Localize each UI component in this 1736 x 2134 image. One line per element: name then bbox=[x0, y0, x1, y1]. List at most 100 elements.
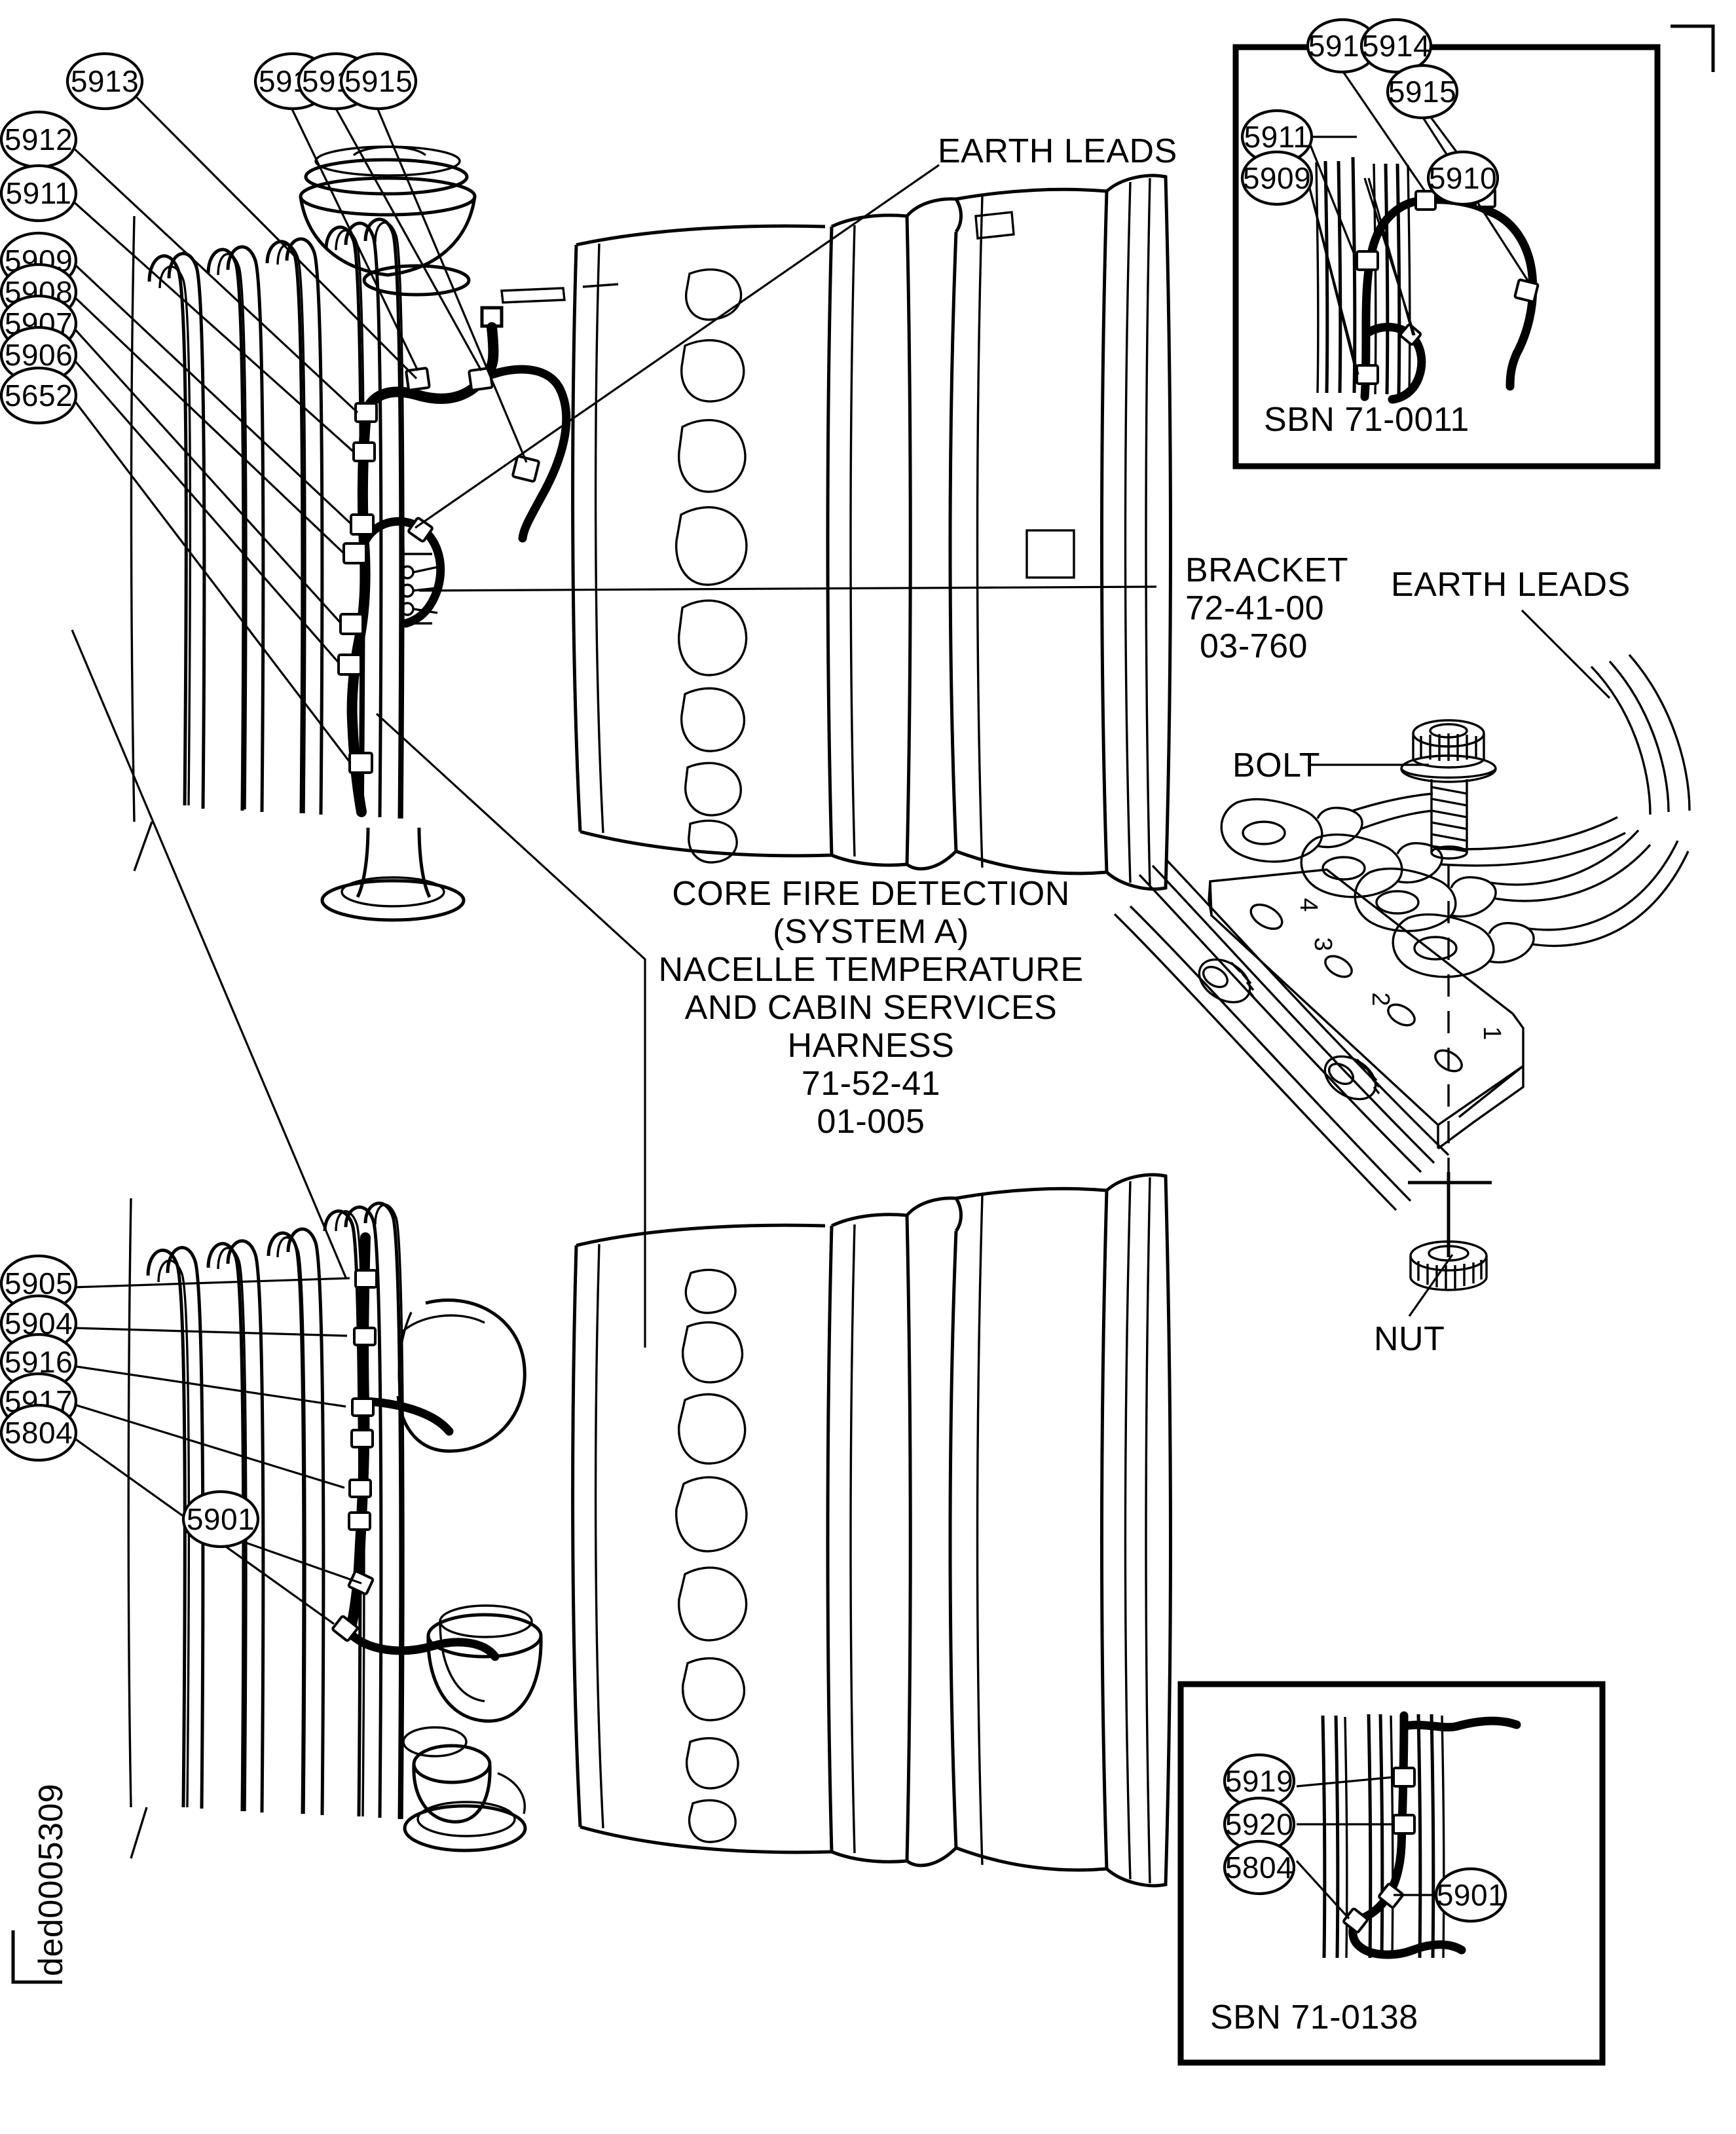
plate-hole-number-4: 4 bbox=[1295, 898, 1322, 911]
leader-earth-leads-upper bbox=[415, 164, 940, 529]
leader-5909 bbox=[71, 261, 352, 525]
callout-5652[interactable] bbox=[0, 366, 78, 425]
harness-line-5: HARNESS bbox=[788, 1027, 955, 1065]
inset-bottom-leader-5804 bbox=[1295, 1860, 1350, 1920]
inset-sbn-71-0138: 5919 5920 5804 5901 SBN 71-0138 bbox=[1177, 1681, 1606, 2066]
inset-top-clamps bbox=[1356, 187, 1540, 385]
inset-callout-5910-label: 5910 bbox=[1429, 161, 1497, 195]
earth-leads-label-right: EARTH LEADS bbox=[1391, 566, 1631, 604]
harness-line-6: 71-52-41 bbox=[802, 1065, 940, 1103]
corner-mark-top-right bbox=[1671, 24, 1715, 72]
harness-clamps-lower bbox=[331, 1269, 378, 1642]
leader-5905-line bbox=[71, 1277, 350, 1289]
inset-callout-5901[interactable] bbox=[1434, 1867, 1507, 1923]
lower-engine-drawing bbox=[127, 1173, 1172, 1888]
inset-callout-5909-label: 5909 bbox=[1243, 161, 1311, 195]
inset-top-leader-5911 bbox=[1306, 136, 1358, 261]
callout-5804[interactable] bbox=[0, 1403, 78, 1462]
bracket-label-line-2: 72-41-00 bbox=[1185, 589, 1324, 627]
inset-callout-5915[interactable] bbox=[1386, 64, 1459, 120]
leader-bracket bbox=[418, 585, 1157, 592]
leader-5906 bbox=[71, 356, 341, 665]
lower-mount-cone bbox=[320, 827, 466, 922]
bracket-label-line-1: BRACKET bbox=[1185, 551, 1348, 589]
leader-5917 bbox=[71, 1403, 345, 1489]
inset-callout-5901-label: 5901 bbox=[1437, 1878, 1505, 1912]
inset-bottom-frame bbox=[1177, 1681, 1606, 2066]
inset-top-ribs bbox=[1315, 156, 1411, 395]
electrical-connector bbox=[400, 549, 438, 627]
inset-sbn-71-0011: 5913 5914 5915 5911 5909 5910 SBN 71-001… bbox=[1232, 18, 1661, 469]
callout-5901-lower-label: 5901 bbox=[187, 1502, 255, 1536]
leader-5908 bbox=[71, 293, 345, 555]
inset-bottom-clamps bbox=[1342, 1767, 1416, 1934]
leader-5905 bbox=[71, 629, 347, 1278]
bracket-label-group: BRACKET 72-41-00 03-760 bbox=[1185, 551, 1348, 665]
callout-5912-label: 5912 bbox=[5, 122, 73, 156]
leader-5911 bbox=[71, 199, 355, 453]
inset-callout-5914-label: 5914 bbox=[1362, 29, 1430, 63]
harness-line-3: NACELLE TEMPERATURE bbox=[658, 951, 1083, 989]
leader-earth-leads-right bbox=[1521, 609, 1611, 699]
drain-ports bbox=[402, 1726, 527, 1852]
harness-description-block: CORE FIRE DETECTION (SYSTEM A) NACELLE T… bbox=[658, 875, 1083, 1141]
lower-callouts: 5905 5904 5916 5917 5804 5901 bbox=[0, 629, 362, 1625]
duct-corrugations-lower bbox=[146, 1202, 405, 1820]
callout-5915[interactable] bbox=[339, 52, 418, 111]
accessory-dome bbox=[396, 1298, 526, 1453]
inset-bottom-leader-5919 bbox=[1296, 1776, 1394, 1788]
earth-leads-label-upper: EARTH LEADS bbox=[938, 132, 1177, 170]
bolt-label: BOLT bbox=[1232, 746, 1320, 784]
bracket-bolt-nut-detail: EARTH LEADS BOLT NUT bbox=[1113, 566, 1691, 1358]
plate-hole-number-3: 3 bbox=[1309, 937, 1337, 951]
inset-callout-5914[interactable] bbox=[1359, 18, 1433, 74]
harness-clamps bbox=[337, 367, 540, 774]
inset-callout-5911-label: 5911 bbox=[1244, 120, 1310, 154]
harness-line-2: (SYSTEM A) bbox=[773, 913, 969, 951]
inset-callout-5920-label: 5920 bbox=[1225, 1807, 1293, 1841]
figure-id: ded0005309 bbox=[32, 1784, 70, 1976]
accessory-can bbox=[426, 1604, 543, 1723]
upper-bracket-tab bbox=[480, 283, 619, 328]
leader-5913 bbox=[130, 90, 418, 380]
nut-icon bbox=[1408, 1172, 1492, 1291]
inset-callout-5910[interactable] bbox=[1426, 150, 1500, 206]
corner-mark-bottom-left bbox=[11, 1930, 62, 1984]
callout-5913-label: 5913 bbox=[71, 64, 139, 98]
leader-5915 bbox=[371, 96, 528, 463]
leader-5916 bbox=[71, 1365, 346, 1408]
upper-callouts: 5913 5912 5911 5909 5908 5907 5906 5652 … bbox=[0, 52, 1177, 1348]
callout-5911[interactable] bbox=[0, 164, 78, 223]
earth-lead-terminals bbox=[1220, 653, 1691, 978]
leader-5907 bbox=[71, 325, 341, 623]
harness-line-4: AND CABIN SERVICES bbox=[685, 989, 1058, 1027]
leader-5910 bbox=[328, 96, 483, 371]
inset-callout-5915-label: 5915 bbox=[1388, 75, 1456, 109]
inset-callout-5919-label: 5919 bbox=[1225, 1764, 1293, 1798]
inset-top-leader-5910-d bbox=[1363, 177, 1416, 336]
callout-5804-label: 5804 bbox=[5, 1416, 73, 1450]
callout-5901-lower[interactable] bbox=[181, 1490, 260, 1549]
rivet-1 bbox=[1198, 958, 1255, 1004]
bolt-icon bbox=[1400, 719, 1497, 860]
callout-5911-label: 5911 bbox=[6, 176, 72, 210]
bracket-label-line-3: 03-760 bbox=[1200, 627, 1308, 665]
inset-top-caption: SBN 71-0011 bbox=[1264, 401, 1469, 439]
leader-5912 bbox=[71, 145, 359, 414]
callout-5913[interactable] bbox=[65, 52, 144, 111]
engine-core-barrel bbox=[571, 174, 1172, 891]
harness-line-7: 01-005 bbox=[817, 1103, 925, 1141]
inset-callout-5804[interactable] bbox=[1223, 1839, 1296, 1896]
callout-5652-label: 5652 bbox=[5, 378, 73, 413]
mounting-plate: 4 3 2 1 bbox=[1208, 868, 1524, 1150]
callout-5915-label: 5915 bbox=[344, 64, 413, 98]
inset-callout-5909[interactable] bbox=[1240, 150, 1314, 206]
plate-hole-number-1: 1 bbox=[1478, 1026, 1505, 1040]
rivet-2 bbox=[1323, 1055, 1380, 1101]
inset-top-leader-5909-d bbox=[1306, 177, 1358, 375]
leader-5904 bbox=[71, 1327, 348, 1337]
nut-label: NUT bbox=[1374, 1320, 1445, 1358]
